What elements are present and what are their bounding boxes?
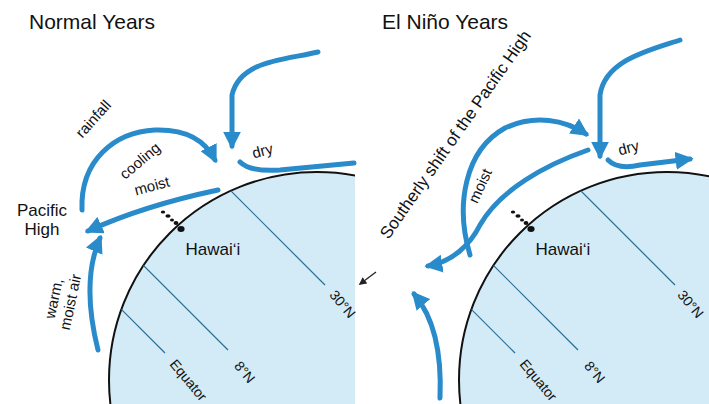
air-flow-arrows [82,52,354,350]
process-label: rainfall [72,96,114,140]
air-mass-label: dry [250,139,275,161]
air-flow-arrows [414,40,690,398]
panel-heading: Normal Years [29,10,155,34]
pressure-system-label: Pacific High [11,201,73,240]
shift-arrow [360,272,376,284]
air-mass-label: warm, moist air [37,257,87,342]
place-label: Hawaiʻi [536,240,591,260]
shift-label: Southerly shift of the Pacific High [376,27,535,243]
air-mass-label: dry [616,136,641,158]
place-label: Hawaiʻi [186,240,241,260]
air-mass-label: moist [132,172,171,198]
panel-heading: El Niño Years [382,10,508,34]
